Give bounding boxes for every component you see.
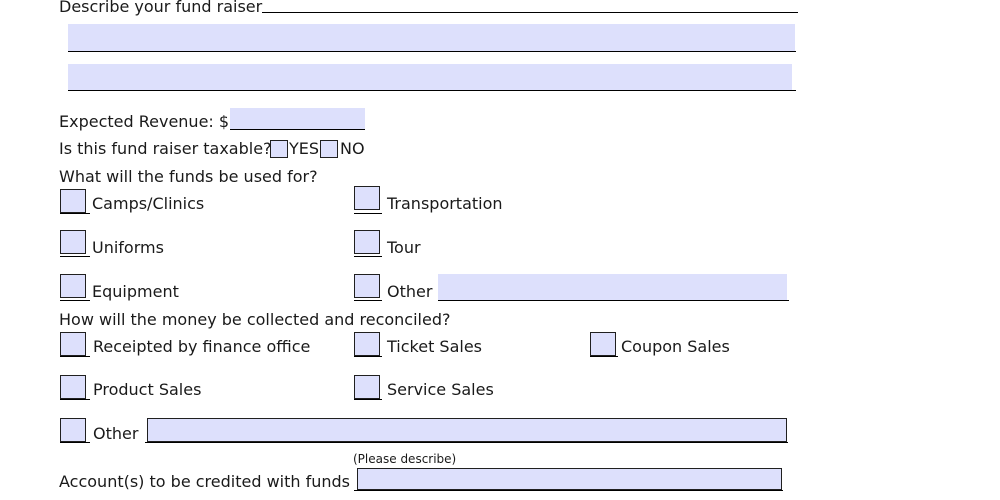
revenue-label: Expected Revenue: $: [59, 112, 230, 131]
funds-uniforms-underline: [60, 256, 90, 257]
collection-receipted-checkbox[interactable]: [60, 332, 86, 356]
collection-coupon-underline: [590, 356, 618, 357]
taxable-question: Is this fund raiser taxable?: [59, 139, 272, 158]
funds-tour-underline: [354, 256, 382, 257]
revenue-underline: [230, 129, 365, 130]
funds-other-label: Other: [387, 282, 433, 301]
accounts-label: Account(s) to be credited with funds: [59, 472, 351, 491]
collection-coupon-checkbox[interactable]: [590, 332, 616, 356]
collection-service-checkbox[interactable]: [354, 375, 380, 399]
collection-other-input-underline: [145, 442, 788, 443]
collection-question: How will the money be collected and reco…: [59, 310, 451, 329]
collection-product-label: Product Sales: [93, 380, 202, 399]
funds-transportation-checkbox[interactable]: [354, 186, 380, 210]
describe-underline-1: [262, 12, 798, 13]
accounts-input[interactable]: [357, 468, 782, 490]
revenue-input[interactable]: [230, 108, 365, 129]
funds-question: What will the funds be used for?: [59, 167, 318, 186]
funds-equipment-checkbox[interactable]: [60, 274, 86, 298]
funds-transportation-label: Transportation: [387, 194, 503, 213]
collection-ticket-label: Ticket Sales: [387, 337, 483, 356]
collection-other-label: Other: [93, 424, 139, 443]
accounts-underline: [354, 490, 783, 491]
describe-label: Describe your fund raiser: [59, 0, 263, 16]
funds-camps-checkbox[interactable]: [60, 189, 86, 213]
describe-field-3[interactable]: [68, 64, 792, 90]
taxable-no-label: NO: [340, 139, 365, 158]
collection-other-underline: [60, 442, 90, 443]
collection-describe-hint: (Please describe): [353, 452, 457, 466]
collection-receipted-label: Receipted by finance office: [93, 337, 311, 356]
taxable-yes-label: YES: [289, 139, 320, 158]
collection-other-checkbox[interactable]: [60, 418, 86, 442]
collection-receipted-underline: [60, 356, 90, 357]
collection-other-input[interactable]: [147, 418, 787, 442]
funds-camps-underline: [60, 213, 90, 214]
describe-underline-2: [68, 51, 796, 52]
funds-tour-checkbox[interactable]: [354, 230, 380, 254]
taxable-yes-checkbox[interactable]: [270, 140, 288, 158]
collection-coupon-label: Coupon Sales: [621, 337, 730, 356]
collection-ticket-checkbox[interactable]: [354, 332, 380, 356]
taxable-no-checkbox[interactable]: [320, 140, 338, 158]
funds-other-underline: [354, 300, 382, 301]
funds-other-checkbox[interactable]: [354, 274, 380, 298]
collection-product-underline: [60, 399, 90, 400]
funds-uniforms-checkbox[interactable]: [60, 230, 86, 254]
describe-field-2[interactable]: [68, 24, 795, 51]
collection-service-label: Service Sales: [387, 380, 494, 399]
funds-transportation-underline: [354, 213, 382, 214]
funds-camps-label: Camps/Clinics: [92, 194, 205, 213]
funds-other-input-underline: [438, 300, 789, 301]
funds-uniforms-label: Uniforms: [92, 238, 164, 257]
collection-product-checkbox[interactable]: [60, 375, 86, 399]
describe-underline-3: [68, 90, 796, 91]
collection-ticket-underline: [354, 356, 382, 357]
funds-equipment-underline: [60, 300, 90, 301]
collection-service-underline: [354, 399, 382, 400]
funds-other-input[interactable]: [438, 274, 787, 300]
funds-tour-label: Tour: [387, 238, 421, 257]
funds-equipment-label: Equipment: [92, 282, 179, 301]
